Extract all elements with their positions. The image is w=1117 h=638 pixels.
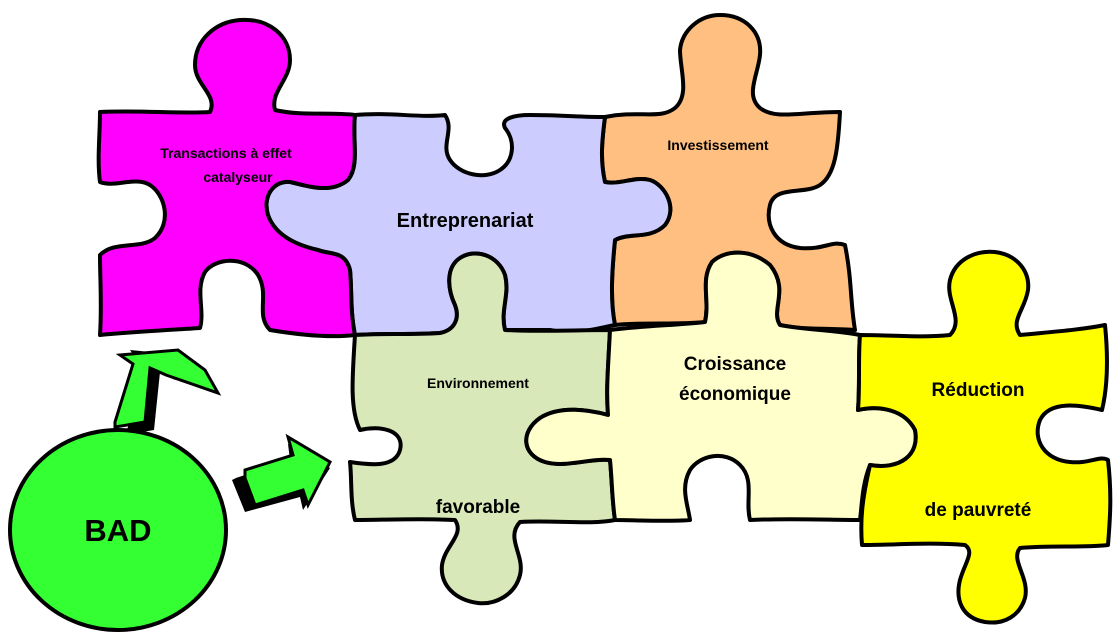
investissement-label: Investissement	[667, 137, 768, 153]
croissance-label-line1: Croissance	[684, 354, 786, 375]
puzzle-piece-transactions	[96, 17, 357, 339]
reduction-label-line2: de pauvreté	[925, 500, 1032, 521]
entreprenariat-label: Entreprenariat	[397, 210, 534, 232]
puzzle-piece-reduction	[856, 249, 1113, 625]
environnement-label-line2: favorable	[436, 497, 520, 518]
transactions-label-line2: catalyseur	[203, 169, 273, 185]
bad-circle	[8, 428, 228, 632]
puzzle-piece-croissance	[524, 250, 918, 523]
bad-label: BAD	[84, 513, 151, 548]
croissance-label-line2: économique	[679, 384, 791, 405]
arrow-up-right	[113, 348, 222, 435]
reduction-label-line1: Réduction	[932, 380, 1025, 401]
transactions-label-line1: Transactions à effet	[160, 145, 292, 161]
arrow-right	[232, 433, 332, 512]
environnement-label-line1: Environnement	[427, 375, 529, 391]
